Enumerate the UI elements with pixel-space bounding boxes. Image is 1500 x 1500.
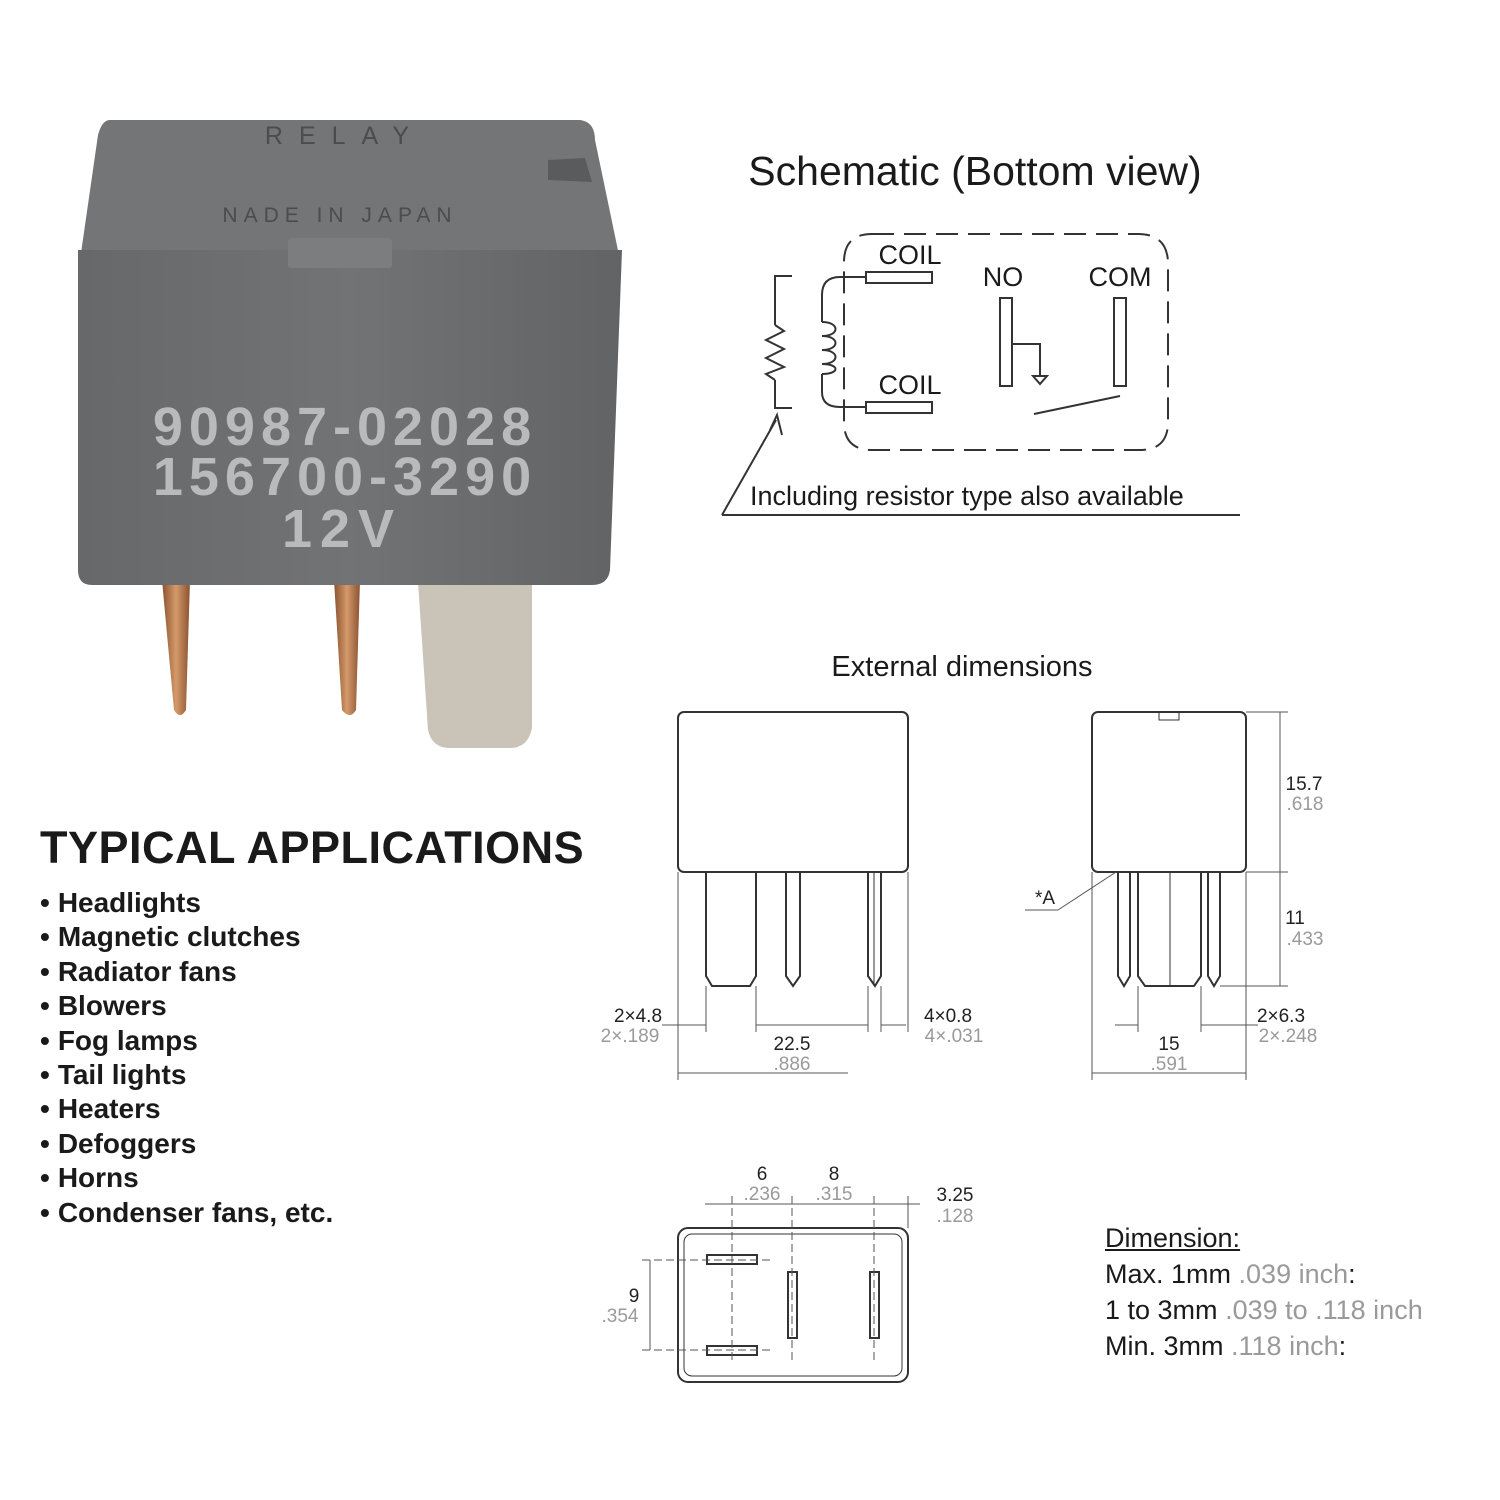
front-view: [677, 711, 909, 988]
list-item: Heaters: [40, 1092, 600, 1126]
bottom-d4-in: .354: [602, 1306, 639, 1327]
part-number-2: 156700-3290: [153, 447, 537, 507]
legend-row: Min. 3mm .118 inch:: [1105, 1328, 1485, 1364]
relay-photo: RELAY NADE IN JAPAN 90987-02028 156700-3…: [78, 120, 622, 748]
com-contact: [1113, 297, 1127, 387]
list-item: Fog lamps: [40, 1024, 600, 1058]
side-note-a: *A: [1035, 888, 1055, 909]
resistor-wire: [774, 275, 792, 409]
resistor-note: Including resistor type also available: [750, 481, 1184, 511]
coil-pin-bottom: [865, 401, 933, 414]
side-dim-lines: [1025, 711, 1288, 1080]
resistor-icon: [763, 324, 787, 381]
legend-inch: .039 inch: [1238, 1259, 1349, 1289]
side-body-h-in: .618: [1287, 794, 1324, 815]
side-width-mm: 15: [1158, 1034, 1179, 1055]
list-item: Blowers: [40, 989, 600, 1023]
bottom-d3-in: .128: [937, 1206, 974, 1227]
bottom-d4-mm: 9: [629, 1286, 640, 1307]
part-number-1: 90987-02028: [153, 397, 537, 457]
front-dim-lines: [662, 872, 909, 1080]
side-pin-h-in: .433: [1287, 929, 1324, 950]
front-thin-pin-in: 4×.031: [925, 1026, 984, 1047]
relay-origin: NADE IN JAPAN: [222, 204, 457, 227]
no-contact: [999, 297, 1013, 387]
copper-pin-mid: [334, 580, 360, 715]
dimensions-title: External dimensions: [831, 651, 1092, 683]
front-thin-pin-mm: 4×0.8: [924, 1006, 972, 1027]
list-item: Tail lights: [40, 1058, 600, 1092]
bottom-d2-in: .315: [816, 1184, 853, 1205]
copper-pin-left: [162, 580, 190, 715]
dimension-legend: Dimension: Max. 1mm .039 inch: 1 to 3mm …: [1105, 1220, 1485, 1364]
legend-suffix: :: [1338, 1331, 1347, 1361]
side-view: [1091, 711, 1247, 988]
list-item: Headlights: [40, 886, 600, 920]
latch-notch: [288, 238, 392, 268]
list-item: Defoggers: [40, 1127, 600, 1161]
legend-inch: .039 to .118 inch: [1225, 1295, 1423, 1325]
front-width-mm: 22.5: [774, 1034, 811, 1055]
no-contact-arrow: [1012, 343, 1050, 386]
side-pin-h-mm: 11: [1285, 908, 1305, 929]
housing-outline: [843, 233, 1169, 451]
blade-pin: [418, 582, 532, 748]
bottom-d3-mm: 3.25: [937, 1185, 974, 1206]
schematic-title: Schematic (Bottom view): [748, 148, 1201, 194]
switch-arm: [1033, 395, 1121, 415]
legend-mm: Min. 3mm: [1105, 1331, 1224, 1361]
applications-title: TYPICAL APPLICATIONS: [40, 822, 585, 873]
list-item: Magnetic clutches: [40, 920, 600, 954]
applications-list: TYPICAL APPLICATIONS Headlights Magnetic…: [40, 822, 600, 1230]
side-pin-w-mm: 2×6.3: [1257, 1006, 1305, 1027]
list-item: Condenser fans, etc.: [40, 1196, 600, 1230]
legend-mm: Max. 1mm: [1105, 1259, 1232, 1289]
legend-suffix: :: [1348, 1259, 1356, 1289]
legend-mm: 1 to 3mm: [1105, 1295, 1218, 1325]
external-dimensions-drawing: External dimensions 2×4.8 2×.189 22.5 .8…: [601, 651, 1324, 1383]
legend-row: Max. 1mm .039 inch:: [1105, 1256, 1485, 1292]
relay-top-mark: RELAY: [265, 122, 425, 150]
note-pointer: [721, 412, 783, 516]
legend-inch: .118 inch: [1231, 1331, 1339, 1361]
legend-heading: Dimension:: [1105, 1223, 1241, 1253]
side-width-in: .591: [1151, 1054, 1188, 1075]
voltage-label: 12V: [282, 499, 402, 559]
legend-row: 1 to 3mm .039 to .118 inch: [1105, 1292, 1485, 1328]
coil-pin-top: [865, 271, 933, 284]
bottom-d1-in: .236: [744, 1184, 781, 1205]
coil-wire: [821, 276, 866, 408]
side-body-h-mm: 15.7: [1286, 774, 1323, 795]
relay-body: [78, 250, 622, 585]
coil-label-bottom: COIL: [878, 370, 941, 400]
side-pin-w-in: 2×.248: [1259, 1026, 1318, 1047]
front-width-in: .886: [774, 1054, 811, 1075]
coil-icon: [821, 321, 837, 375]
side-tab: [548, 158, 592, 182]
front-pin-width-mm: 2×4.8: [614, 1006, 662, 1027]
schematic-diagram: Schematic (Bottom view) COIL COIL NO COM…: [721, 148, 1240, 516]
bottom-d2-mm: 8: [829, 1164, 840, 1185]
relay-top-face: [80, 120, 620, 260]
front-pin-width-in: 2×.189: [601, 1026, 660, 1047]
com-label: COM: [1089, 262, 1152, 292]
no-label: NO: [983, 262, 1024, 292]
bottom-dim-lines: [642, 1196, 920, 1360]
list-item: Horns: [40, 1161, 600, 1195]
coil-label-top: COIL: [878, 240, 941, 270]
list-item: Radiator fans: [40, 955, 600, 989]
bottom-d1-mm: 6: [757, 1164, 768, 1185]
